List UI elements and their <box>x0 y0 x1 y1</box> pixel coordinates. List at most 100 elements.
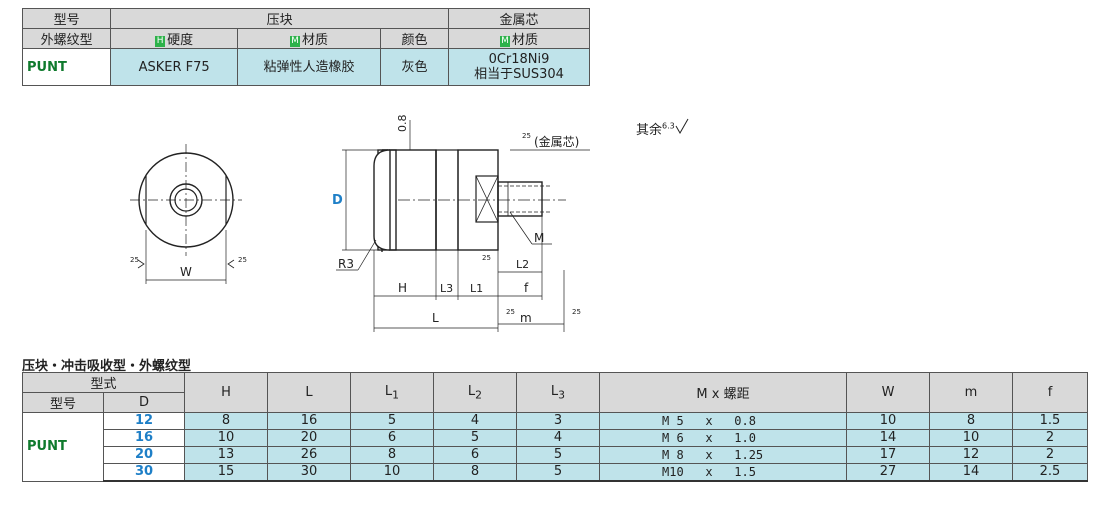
material-tag-icon: M <box>290 36 301 47</box>
d-cell: 30 <box>103 463 185 482</box>
header-l3: L3 <box>516 372 600 413</box>
subheader-color: 颜色 <box>380 28 449 49</box>
h-cell: 10 <box>184 429 268 447</box>
header-m: m <box>929 372 1013 413</box>
f-cell: 1.5 <box>1012 412 1088 430</box>
rough-l1: 25 <box>482 254 491 262</box>
f-cell: 2.5 <box>1012 463 1088 482</box>
rough-m-right: 25 <box>572 308 581 316</box>
label-f: f <box>524 281 529 295</box>
rough-core-val: 25 <box>522 132 531 140</box>
m-cell: 10 <box>929 429 1013 447</box>
subheader-thread: 外螺纹型 <box>21 28 112 49</box>
header-core: 金属芯 <box>447 8 591 29</box>
l1-cell: 5 <box>350 412 434 430</box>
label-d: D <box>332 193 343 208</box>
header-l: L <box>267 372 351 413</box>
l-cell: 26 <box>267 446 351 464</box>
material-cell: 粘弹性人造橡胶 <box>237 48 382 86</box>
label-core-rough: (金属芯) <box>534 134 579 149</box>
rough-left: 25 <box>130 256 139 264</box>
end-view: W 25 25 <box>130 144 247 284</box>
header-l1: L1 <box>350 372 434 413</box>
f-cell: 2 <box>1012 429 1088 447</box>
header-type: 型式 <box>22 372 185 393</box>
l2-cell: 5 <box>433 429 517 447</box>
side-view: D 0.8 (金属芯) 25 M R3 H L3 L1 L2 f L m 25 <box>332 115 590 332</box>
w-cell: 27 <box>846 463 930 482</box>
header-f: f <box>1012 372 1088 413</box>
mx-cell: M 6 x 1.0 <box>599 429 847 447</box>
table-row: 16 10 20 6 5 4 M 6 x 1.0 14 10 2 <box>23 429 1088 447</box>
m-cell: 8 <box>929 412 1013 430</box>
label-l2: L2 <box>516 258 529 271</box>
l2-cell: 8 <box>433 463 517 482</box>
l-cell: 20 <box>267 429 351 447</box>
dimensions-table: 型式 H L L1 L2 L3 M x 螺距 W m f 型号 D PUNT 1… <box>22 372 1088 482</box>
d-cell: 20 <box>103 446 185 464</box>
l3-cell: 5 <box>516 463 600 482</box>
l2-cell: 4 <box>433 412 517 430</box>
w-cell: 14 <box>846 429 930 447</box>
w-cell: 10 <box>846 412 930 430</box>
f-cell: 2 <box>1012 446 1088 464</box>
h-cell: 8 <box>184 412 268 430</box>
header-model: 型号 <box>21 8 112 29</box>
l-cell: 30 <box>267 463 351 482</box>
m-cell: 12 <box>929 446 1013 464</box>
h-cell: 13 <box>184 446 268 464</box>
label-l1: L1 <box>470 282 483 295</box>
model-cell: PUNT <box>22 412 104 482</box>
label-08: 0.8 <box>396 115 409 133</box>
table-row: 30 15 30 10 8 5 M10 x 1.5 27 14 2.5 <box>23 463 1088 482</box>
label-w: W <box>180 265 192 279</box>
d-cell: 12 <box>103 412 185 430</box>
label-l: L <box>432 311 439 325</box>
l2-cell: 6 <box>433 446 517 464</box>
table-row: PUNT 12 8 16 5 4 3 M 5 x 0.8 10 8 1.5 <box>22 412 1088 482</box>
rough-right: 25 <box>238 256 247 264</box>
header-pad: 压块 <box>110 8 449 29</box>
l1-cell: 6 <box>350 429 434 447</box>
technical-drawing: W 25 25 D 0.8 (金属芯) 25 <box>130 115 590 332</box>
label-m: M <box>534 231 544 245</box>
roughness-note: 其余6.3 <box>636 118 689 138</box>
label-h: H <box>398 281 407 295</box>
header-mx: M x 螺距 <box>599 372 847 413</box>
header-h: H <box>184 372 268 413</box>
header-l2: L2 <box>433 372 517 413</box>
roughness-value: 6.3 <box>662 121 675 131</box>
hardness-cell: ASKER F75 <box>110 48 239 86</box>
m-cell: 14 <box>929 463 1013 482</box>
h-cell: 15 <box>184 463 268 482</box>
mx-cell: M 8 x 1.25 <box>599 446 847 464</box>
header-w: W <box>846 372 930 413</box>
w-cell: 17 <box>846 446 930 464</box>
table-row: 20 13 26 8 6 5 M 8 x 1.25 17 12 2 <box>23 446 1088 464</box>
label-r3: R3 <box>338 257 354 271</box>
l3-cell: 4 <box>516 429 600 447</box>
mx-cell: M10 x 1.5 <box>599 463 847 482</box>
core-tag-icon: M <box>499 36 510 47</box>
model-cell: PUNT <box>21 48 112 86</box>
d-cell: 16 <box>103 429 185 447</box>
section-caption: 压块・冲击吸收型・外螺纹型 <box>22 359 192 374</box>
hardness-tag-icon: H <box>155 36 166 47</box>
l3-cell: 3 <box>516 412 600 430</box>
roughness-check-icon <box>675 118 689 135</box>
l3-cell: 5 <box>516 446 600 464</box>
label-mm: m <box>520 311 532 325</box>
l1-cell: 10 <box>350 463 434 482</box>
l1-cell: 8 <box>350 446 434 464</box>
header-model: 型号 <box>22 392 104 413</box>
rough-m-left: 25 <box>506 308 515 316</box>
mx-cell: M 5 x 0.8 <box>599 412 847 430</box>
l-cell: 16 <box>267 412 351 430</box>
header-d: D <box>103 392 185 413</box>
label-l3: L3 <box>440 282 453 295</box>
